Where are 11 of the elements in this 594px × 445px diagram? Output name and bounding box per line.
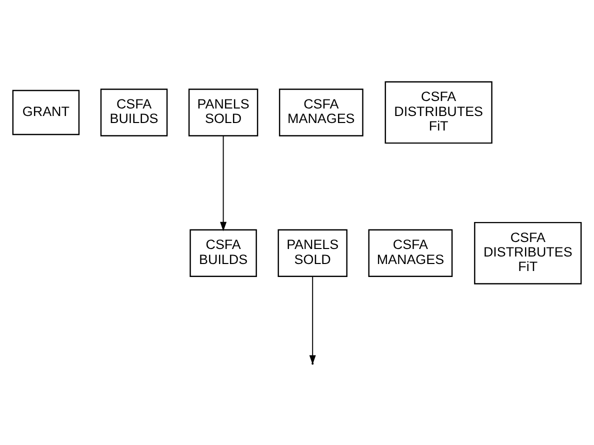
- node-box: PANELS SOLD: [188, 88, 258, 136]
- node-box: CSFA MANAGES: [368, 228, 453, 276]
- node-box: CSFA DISTRIBUTES FiT: [384, 80, 492, 144]
- node-box: CSFA BUILDS: [100, 88, 168, 136]
- node-box: CSFA MANAGES: [278, 88, 364, 136]
- node-box: CSFA DISTRIBUTES FiT: [474, 221, 582, 284]
- node-box: CSFA BUILDS: [190, 228, 257, 276]
- node-box: PANELS SOLD: [278, 228, 348, 276]
- node-box: GRANT: [12, 89, 80, 135]
- arrow: [220, 134, 227, 231]
- arrow: [309, 275, 316, 364]
